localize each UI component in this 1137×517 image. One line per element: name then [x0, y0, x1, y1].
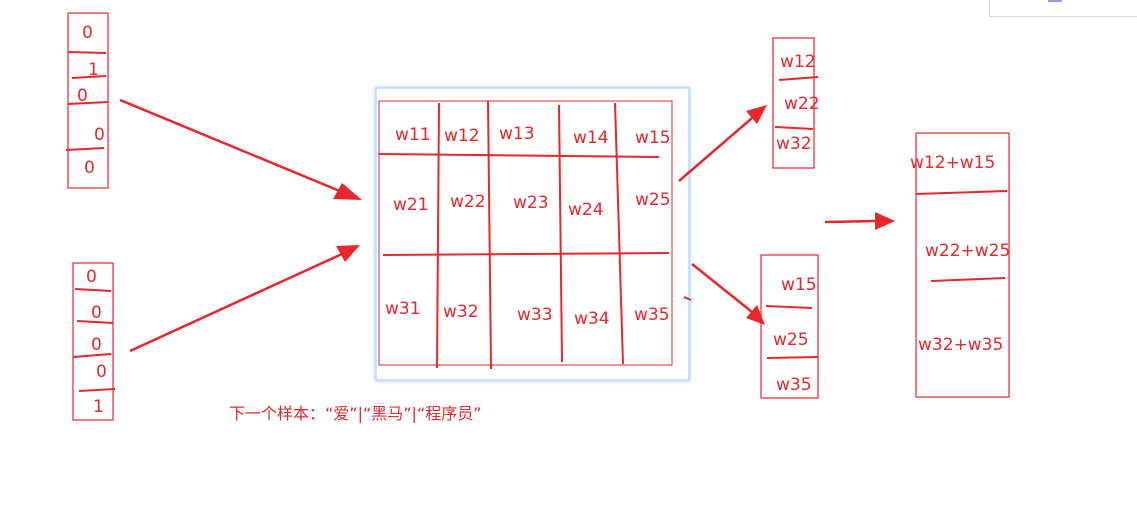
- matrix-cell-w12: w12: [444, 126, 480, 146]
- output-vector-1-dividers: [774, 76, 819, 130]
- arrow-to-sum-vector: [824, 212, 895, 230]
- matrix-cell-w34: w34: [574, 309, 610, 329]
- arrow-matrix-to-output-1: [678, 105, 767, 182]
- input-vector-2-cell: 1: [93, 397, 104, 417]
- sum-vector-cell: w32+w35: [918, 335, 1003, 355]
- matrix-cell-w22: w22: [450, 192, 486, 212]
- arrow-input-2-to-matrix: [129, 245, 360, 353]
- arrow-matrix-to-output-2: [691, 263, 765, 325]
- output-vector-1-frame: [772, 37, 815, 169]
- matrix-cell-w14: w14: [573, 128, 609, 148]
- corner-panel: [989, 0, 1137, 17]
- input-vector-2-cell: 0: [91, 335, 102, 355]
- input-vector-2-cell: 0: [91, 303, 102, 323]
- corner-panel-icon: [1048, 0, 1062, 2]
- output-vector-1-cell: w22: [784, 94, 820, 114]
- output-vector-1-cell: w32: [776, 134, 812, 154]
- weight-matrix-col-dividers: [436, 100, 624, 370]
- output-vector-1-cell: w12: [780, 52, 816, 72]
- output-vector-2-cell: w15: [781, 275, 817, 295]
- input-vector-1-frame: [67, 12, 109, 189]
- input-vector-1-dividers: [65, 51, 109, 151]
- weight-matrix: w11 w12 w13 w14 w15 w21 w22 w23 w24 w25 …: [375, 87, 690, 381]
- matrix-cell-w25: w25: [635, 190, 671, 210]
- matrix-cell-w23: w23: [513, 193, 549, 213]
- matrix-cell-w32: w32: [443, 302, 479, 322]
- sum-vector-cell: w12+w15: [910, 153, 995, 173]
- sum-vector-frame: [915, 132, 1010, 398]
- output-vector-2: w15 w25 w35: [760, 254, 819, 399]
- input-vector-1-cell: 0: [82, 23, 93, 43]
- output-vector-2-frame: [760, 254, 819, 399]
- weight-matrix-row-dividers: [378, 153, 670, 256]
- input-vector-2: 0 0 0 0 1: [72, 262, 116, 421]
- input-vector-1: 0 1 0 0 0: [65, 12, 109, 189]
- input-vector-2-frame: [72, 262, 114, 421]
- arrow-input-1-to-matrix: [119, 98, 362, 200]
- output-vector-2-dividers: [765, 305, 819, 359]
- output-vector-2-cell: w35: [776, 375, 812, 395]
- matrix-cell-w24: w24: [568, 200, 604, 220]
- input-vector-1-cell: 0: [77, 86, 88, 106]
- sum-vector-cell: w22+w25: [925, 241, 1010, 261]
- matrix-cell-w31: w31: [385, 299, 421, 319]
- sum-vector-dividers: [915, 190, 1008, 282]
- input-vector-1-cell: 1: [88, 60, 99, 80]
- input-vector-2-cell: 0: [86, 267, 97, 287]
- stray-mark: [683, 296, 692, 301]
- input-vector-1-cell: 0: [94, 125, 105, 145]
- weight-matrix-highlight: [375, 87, 690, 381]
- matrix-cell-w35: w35: [634, 305, 670, 325]
- matrix-cell-w13: w13: [499, 124, 535, 144]
- input-vector-2-dividers: [72, 288, 116, 392]
- input-vector-2-cell: 0: [96, 362, 107, 382]
- matrix-cell-w33: w33: [517, 305, 553, 325]
- input-vector-1-cell: 0: [84, 158, 95, 178]
- sum-vector: w12+w15 w22+w25 w32+w35: [910, 132, 1010, 398]
- output-vector-2-cell: w25: [773, 330, 809, 350]
- matrix-cell-w11: w11: [395, 125, 431, 145]
- output-vector-1: w12 w22 w32: [772, 37, 820, 169]
- matrix-cell-w21: w21: [393, 195, 429, 215]
- next-sample-caption: 下一个样本：“爱”|“黑马”|“程序员”: [229, 404, 482, 423]
- weight-matrix-frame: [378, 100, 673, 366]
- matrix-cell-w15: w15: [635, 128, 671, 148]
